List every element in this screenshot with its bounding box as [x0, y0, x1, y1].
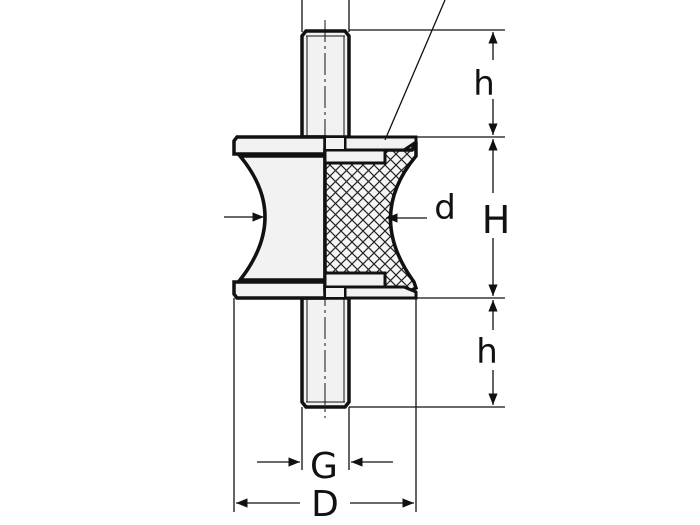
dimension-h-top: h [473, 32, 498, 135]
dimension-h-bottom: h [476, 300, 498, 405]
leader-line [384, 0, 446, 141]
label-d: d [434, 188, 456, 228]
top-extension-lines [301, 0, 350, 32]
dimension-d: d [224, 188, 456, 228]
body-exterior-left-half [232, 135, 327, 300]
dimension-G: G [257, 407, 393, 487]
label-G: G [310, 446, 338, 487]
dimension-D: D [233, 298, 417, 525]
right-extension-lines [349, 29, 505, 408]
label-D: D [311, 484, 339, 525]
label-h-bottom: h [476, 332, 498, 372]
label-H: H [482, 198, 511, 242]
label-h-top: h [473, 64, 495, 104]
dimension-H: H [482, 139, 511, 296]
